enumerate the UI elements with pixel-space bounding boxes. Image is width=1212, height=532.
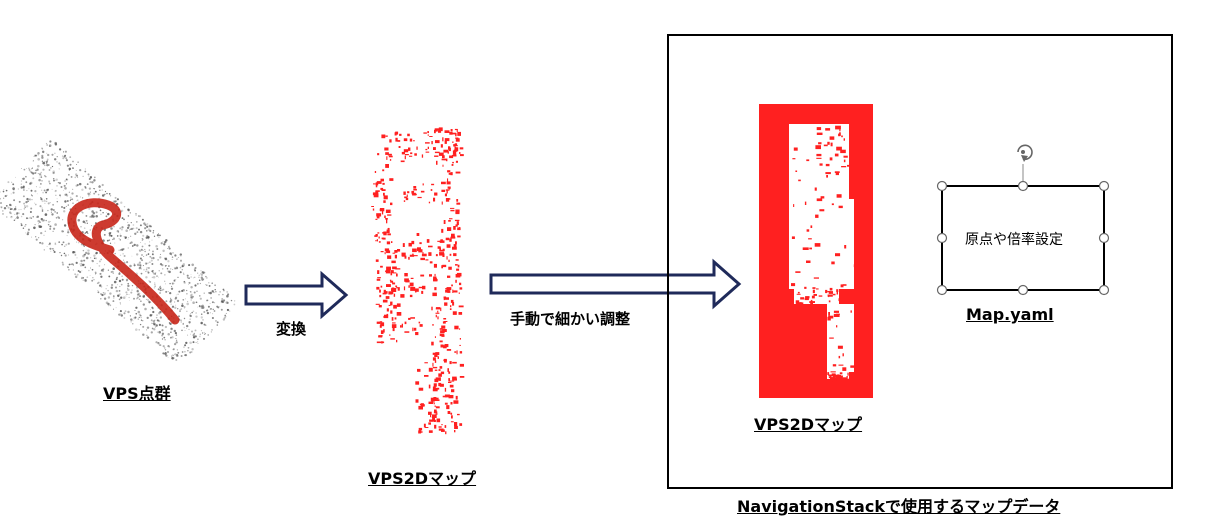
yaml-box-text[interactable]: 原点や倍率設定 xyxy=(965,232,1063,248)
point-cloud-scatter xyxy=(0,140,236,361)
point-cloud-label: VPS点群 xyxy=(103,384,171,403)
trajectory-path xyxy=(67,198,180,325)
vps2d-map-right-label: VPS2Dマップ xyxy=(754,415,863,434)
adjust-label: 手動で細かい調整 xyxy=(510,310,631,328)
resize-handles xyxy=(936,180,1110,296)
vps2d-map-raw xyxy=(371,127,465,435)
convert-arrow xyxy=(244,270,349,320)
vps2d-map-left-label: VPS2Dマップ xyxy=(368,469,477,488)
nav-stack-label: NavigationStackで使用するマップデータ xyxy=(737,497,1061,516)
point-cloud-image xyxy=(0,140,236,361)
adjust-arrow xyxy=(489,258,742,310)
map-yaml-label: Map.yaml xyxy=(966,305,1054,324)
nav-stack-frame xyxy=(667,34,1173,489)
yaml-selection-frame[interactable] xyxy=(935,140,1115,300)
vps2d-map-edited xyxy=(759,104,873,398)
convert-label: 変換 xyxy=(276,320,307,338)
rotate-icon[interactable] xyxy=(1017,144,1033,162)
